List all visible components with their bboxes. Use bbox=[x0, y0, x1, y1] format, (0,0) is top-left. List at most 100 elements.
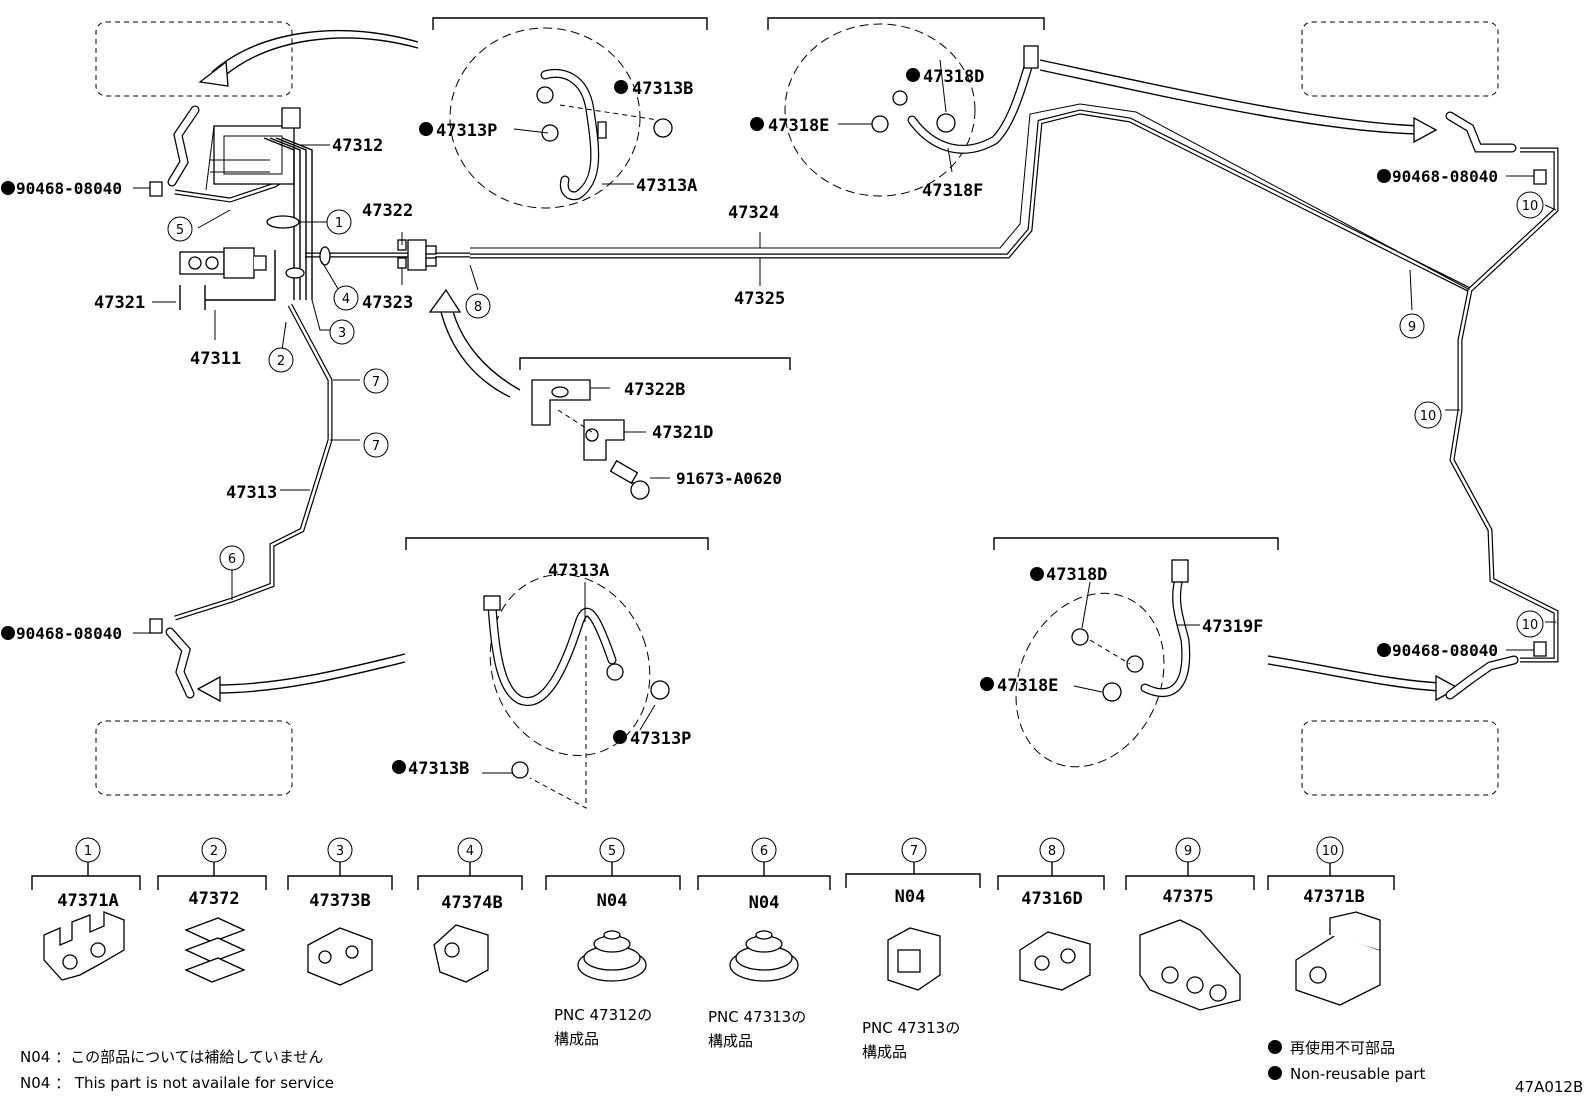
legend-part-8: 47316D bbox=[1021, 889, 1082, 909]
label-47318D-top: 47318D bbox=[923, 67, 984, 87]
legend-part-4: 47374B bbox=[441, 893, 502, 913]
callout-10a: 10 bbox=[1522, 199, 1539, 214]
legend-num-8: 8 bbox=[1048, 844, 1056, 859]
hose-rear-right bbox=[1445, 655, 1519, 700]
label-90468-tr: 90468-08040 bbox=[1392, 167, 1498, 186]
label-47325: 47325 bbox=[734, 289, 785, 309]
label-47321: 47321 bbox=[94, 293, 145, 313]
arrow-to-rear-left bbox=[196, 653, 406, 703]
callout-1: 1 bbox=[335, 216, 343, 231]
callout-10c: 10 bbox=[1522, 618, 1539, 633]
brake-line-right-front bbox=[1468, 147, 1559, 292]
label-47318E-bottom: 47318E bbox=[997, 676, 1058, 696]
legend-part-9: 47375 bbox=[1162, 887, 1213, 907]
legend-note-6a: PNC 47313の bbox=[708, 1008, 806, 1026]
wheel-box-rear-right bbox=[1301, 720, 1499, 796]
callout-10b: 10 bbox=[1420, 409, 1437, 424]
detail-bracket-bottom-left bbox=[405, 537, 709, 809]
diagram-code: 47A012B bbox=[1515, 1078, 1583, 1096]
brake-line-47324-47325 bbox=[470, 103, 1472, 293]
brake-actuator-47312 bbox=[205, 107, 313, 300]
callout-4: 4 bbox=[342, 292, 350, 307]
callout-9: 9 bbox=[1408, 320, 1416, 335]
clip-icon-7 bbox=[887, 927, 941, 991]
wheel-box-front-left bbox=[95, 21, 293, 97]
nonreusable-dots bbox=[1, 68, 1391, 1080]
label-90468-br: 90468-08040 bbox=[1392, 641, 1498, 660]
grommet-icon-6 bbox=[729, 930, 799, 982]
legend-num-3: 3 bbox=[336, 844, 344, 859]
label-47319F: 47319F bbox=[1202, 617, 1263, 637]
legend-part-6: N04 bbox=[749, 893, 780, 913]
arrow-to-junction bbox=[428, 288, 521, 398]
callout-circles bbox=[75, 191, 1544, 864]
legend-note-7b: 構成品 bbox=[862, 1043, 907, 1061]
legend-num-6: 6 bbox=[760, 844, 768, 859]
callout-7a: 7 bbox=[372, 375, 380, 390]
label-47318D-bottom: 47318D bbox=[1046, 565, 1107, 585]
plug-90468-bl bbox=[149, 618, 163, 634]
legend-num-5: 5 bbox=[608, 844, 616, 859]
callout-6: 6 bbox=[228, 552, 236, 567]
brake-line-47313 bbox=[174, 303, 333, 621]
callout-5: 5 bbox=[176, 223, 184, 238]
label-47311: 47311 bbox=[190, 349, 241, 369]
label-47313A-bottom: 47313A bbox=[548, 561, 609, 581]
arrow-to-front-left bbox=[198, 30, 419, 87]
legend-part-3: 47373B bbox=[309, 891, 370, 911]
clip-icon-47375 bbox=[1139, 919, 1241, 1011]
clip-icon-47374B bbox=[433, 924, 489, 983]
plug-90468-tr bbox=[1533, 169, 1547, 185]
label-47323: 47323 bbox=[362, 293, 413, 313]
label-47313B-top: 47313B bbox=[632, 79, 693, 99]
legend-note-5b: 構成品 bbox=[554, 1030, 599, 1048]
label-47313B-bottom: 47313B bbox=[408, 759, 469, 779]
footnote-nonreusable-jp: 再使用不可部品 bbox=[1290, 1039, 1395, 1057]
legend-note-5a: PNC 47312の bbox=[554, 1006, 652, 1024]
callout-3: 3 bbox=[338, 326, 346, 341]
footnote-n04-en: N04 ： This part is not availale for serv… bbox=[20, 1074, 334, 1092]
leader-lines bbox=[133, 59, 1557, 774]
callout-8: 8 bbox=[474, 300, 482, 315]
detail-bracket-middle bbox=[519, 357, 791, 500]
label-47313A-top: 47313A bbox=[636, 176, 697, 196]
plug-90468-tl bbox=[149, 181, 163, 197]
legend-part-1: 47371A bbox=[57, 891, 118, 911]
label-47313: 47313 bbox=[226, 483, 277, 503]
legend-num-10: 10 bbox=[1322, 844, 1339, 859]
legend-note-6b: 構成品 bbox=[708, 1032, 753, 1050]
arrow-to-rear-right bbox=[1267, 655, 1460, 702]
hose-front-right bbox=[1445, 111, 1517, 153]
footnote-n04-jp: N04 ：この部品については補給していません bbox=[20, 1048, 323, 1066]
legend-num-4: 4 bbox=[466, 844, 474, 859]
legend-num-9: 9 bbox=[1184, 844, 1192, 859]
wheel-box-rear-left bbox=[95, 720, 293, 796]
legend-part-2: 47372 bbox=[188, 889, 239, 909]
clip-icon-47373B bbox=[307, 927, 373, 986]
label-47318E-top: 47318E bbox=[768, 116, 829, 136]
detail-bracket-bottom-right bbox=[993, 537, 1279, 768]
legend-part-10: 47371B bbox=[1303, 887, 1364, 907]
legend-num-7: 7 bbox=[910, 844, 918, 859]
hose-rear-left bbox=[165, 627, 195, 699]
clip-icon-47372 bbox=[184, 917, 246, 983]
master-cylinder-47311 bbox=[179, 247, 276, 310]
detail-bracket-top-right bbox=[767, 17, 1045, 197]
label-90468-tl: 90468-08040 bbox=[16, 179, 122, 198]
label-47322: 47322 bbox=[362, 201, 413, 221]
hose-front-left bbox=[167, 105, 200, 187]
legend-num-2: 2 bbox=[210, 844, 218, 859]
label-47318F: 47318F bbox=[922, 181, 983, 201]
label-90468-bl: 90468-08040 bbox=[16, 624, 122, 643]
plug-90468-br bbox=[1533, 641, 1547, 657]
clip-icon-47371A bbox=[43, 911, 125, 981]
legend-brackets bbox=[31, 862, 1395, 890]
clip-icon-47371B bbox=[1295, 911, 1381, 1006]
label-47321D: 47321D bbox=[652, 423, 713, 443]
arrow-to-front-right bbox=[1039, 59, 1438, 144]
label-47313P-top: 47313P bbox=[436, 121, 497, 141]
wheel-box-front-right bbox=[1301, 21, 1499, 97]
callout-7b: 7 bbox=[372, 439, 380, 454]
detail-bracket-top-left bbox=[432, 17, 708, 209]
footnote-nonreusable-en: Non-reusable part bbox=[1290, 1065, 1425, 1083]
